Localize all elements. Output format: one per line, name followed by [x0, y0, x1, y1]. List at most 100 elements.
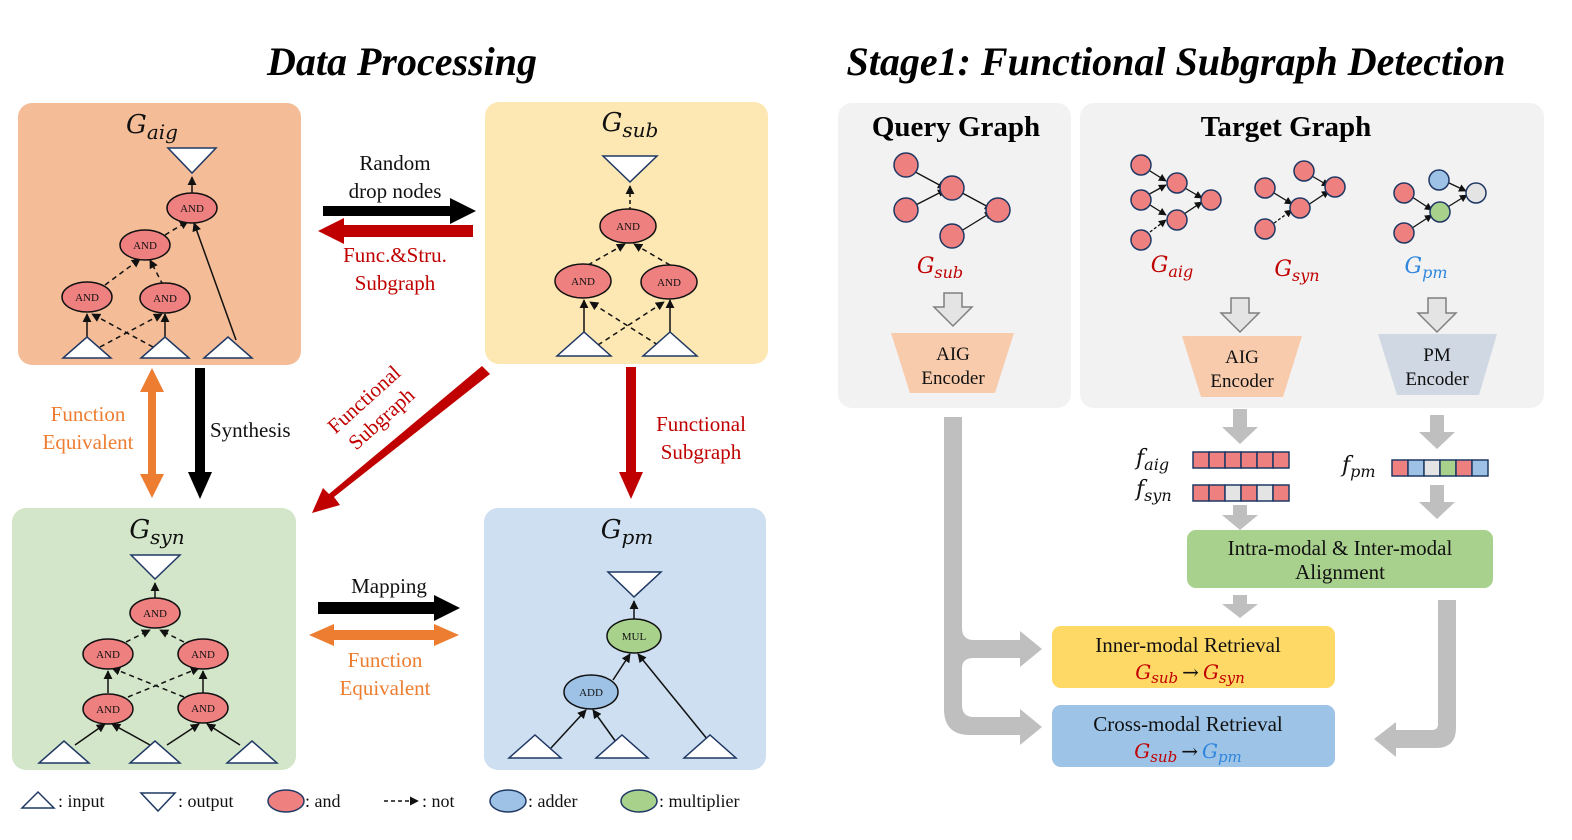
svg-text:Gsub→Gsyn: Gsub→Gsyn — [1135, 660, 1245, 687]
output-triangle — [129, 554, 182, 581]
cross-modal-retrieval-box: Cross-modal Retrieval Gsub→Gpm — [1052, 705, 1335, 767]
f-pm-label: fpm — [1340, 453, 1376, 481]
feature-cell-grey — [1423, 459, 1441, 477]
feature-cell-red — [1391, 459, 1409, 477]
random-drop-arrow: Random drop nodes — [323, 151, 476, 224]
stage1-title: Stage1: Functional Subgraph Detection — [847, 39, 1506, 84]
solid-down-arrow-icon — [1222, 409, 1258, 444]
svg-text:Function: Function — [51, 402, 126, 426]
svg-text:Alignment: Alignment — [1295, 560, 1385, 584]
function-equivalent-horizontal-arrow: Function Equivalent — [309, 624, 459, 700]
svg-text:Encoder: Encoder — [921, 368, 985, 389]
svg-text:AND: AND — [657, 277, 681, 289]
query-mini-graph — [893, 152, 1011, 249]
svg-text:Cross-modal Retrieval: Cross-modal Retrieval — [1093, 712, 1283, 736]
and-node: AND — [82, 638, 134, 670]
f-aig-vector — [1192, 451, 1290, 469]
hollow-down-arrow-icon — [1219, 297, 1261, 334]
svg-text:: output: : output — [178, 791, 234, 811]
and-node: AND — [554, 263, 612, 299]
svg-text:MUL: MUL — [622, 631, 647, 643]
svg-text:AND: AND — [96, 704, 120, 716]
input-triangle — [507, 733, 563, 759]
svg-text:: adder: : adder — [528, 791, 577, 811]
feature-cell-red — [1208, 484, 1226, 502]
feature-cell-red — [1208, 451, 1226, 469]
svg-text:Subgraph: Subgraph — [661, 440, 742, 464]
solid-down-arrow-icon — [1419, 485, 1455, 519]
feature-cell-red — [1192, 451, 1210, 469]
and-node: AND — [82, 693, 134, 725]
query-g-sub-label: Gsub — [917, 254, 963, 282]
g-syn-panel: Gsyn AND AND AND AND AND — [12, 508, 296, 770]
query-aig-encoder: AIG Encoder — [891, 333, 1014, 393]
solid-down-arrow-icon — [1222, 595, 1258, 618]
target-mini-graph-pm — [1393, 169, 1487, 244]
svg-text:Mapping: Mapping — [351, 574, 427, 598]
svg-text:PM: PM — [1423, 345, 1451, 366]
and-node: AND — [166, 192, 218, 224]
feature-cell-red — [1272, 484, 1290, 502]
feature-cell-red — [1240, 451, 1258, 469]
svg-text:AND: AND — [180, 203, 204, 215]
adder-node-icon — [489, 789, 527, 813]
feature-cell-red — [1272, 451, 1290, 469]
g-sub-label: Gsub — [602, 108, 659, 142]
target-graph-title: Target Graph — [1201, 111, 1372, 143]
target-mini-graph-aig — [1130, 154, 1222, 251]
svg-text:AIG: AIG — [936, 344, 970, 365]
svg-text:Encoder: Encoder — [1210, 371, 1274, 392]
svg-text:Equivalent: Equivalent — [340, 676, 431, 700]
input-triangle — [225, 740, 279, 764]
input-triangle — [555, 330, 613, 357]
input-triangle — [682, 733, 738, 759]
functional-subgraph-diagonal-arrow: Functional Subgraph — [312, 360, 490, 513]
svg-text:AND: AND — [75, 292, 99, 304]
output-triangle — [166, 147, 218, 175]
svg-text:Func.&Stru.: Func.&Stru. — [343, 243, 447, 267]
multiplier-node-icon — [620, 789, 658, 813]
input-triangle — [202, 336, 254, 359]
func-stru-subgraph-arrow: Func.&Stru. Subgraph — [318, 218, 473, 295]
and-node: AND — [139, 282, 191, 314]
svg-text:AIG: AIG — [1225, 347, 1259, 368]
svg-text:Equivalent: Equivalent — [43, 430, 134, 454]
svg-text:Intra-modal & Inter-modal: Intra-modal & Inter-modal — [1228, 536, 1453, 560]
g-aig-panel: Gaig AND AND AND AND — [18, 103, 301, 365]
feature-cell-green — [1439, 459, 1457, 477]
svg-text:AND: AND — [616, 221, 640, 233]
svg-text:Random: Random — [359, 151, 430, 175]
svg-text:Synthesis: Synthesis — [210, 418, 291, 442]
feature-cell-red — [1256, 451, 1274, 469]
feature-cell-blue — [1407, 459, 1425, 477]
f-syn-label: fsyn — [1134, 477, 1172, 505]
svg-text:AND: AND — [191, 649, 215, 661]
target-aig-encoder: AIG Encoder — [1182, 336, 1302, 397]
pm-flow-pipe — [1374, 600, 1456, 757]
mapping-arrow: Mapping — [318, 574, 460, 621]
output-triangle-icon — [139, 792, 177, 813]
svg-text:AND: AND — [96, 649, 120, 661]
legend: : input : output : and : not : adder : m… — [20, 789, 740, 813]
svg-text:AND: AND — [143, 608, 167, 620]
svg-text:AND: AND — [571, 276, 595, 288]
input-triangle — [641, 330, 699, 357]
feature-cell-red — [1192, 484, 1210, 502]
svg-text:ADD: ADD — [579, 687, 603, 699]
input-triangle — [139, 336, 191, 359]
synthesis-arrow: Synthesis — [188, 368, 291, 499]
output-triangle — [601, 155, 659, 184]
svg-text:: input: : input — [58, 791, 105, 811]
solid-down-arrow-icon — [1419, 415, 1455, 449]
query-graph-title: Query Graph — [872, 111, 1040, 143]
inner-modal-retrieval-box: Inner-modal Retrieval Gsub→Gsyn — [1052, 626, 1335, 688]
target-graph-panel — [1080, 103, 1544, 408]
svg-text:: not: : not — [422, 791, 455, 811]
svg-text:AND: AND — [191, 703, 215, 715]
feature-cell-grey — [1256, 484, 1274, 502]
query-graph-panel — [838, 103, 1071, 408]
output-triangle — [606, 571, 663, 599]
input-triangle — [61, 336, 113, 359]
target-g-syn-label: Gsyn — [1274, 257, 1319, 285]
function-equivalent-vertical-arrow: Function Equivalent — [43, 368, 164, 498]
